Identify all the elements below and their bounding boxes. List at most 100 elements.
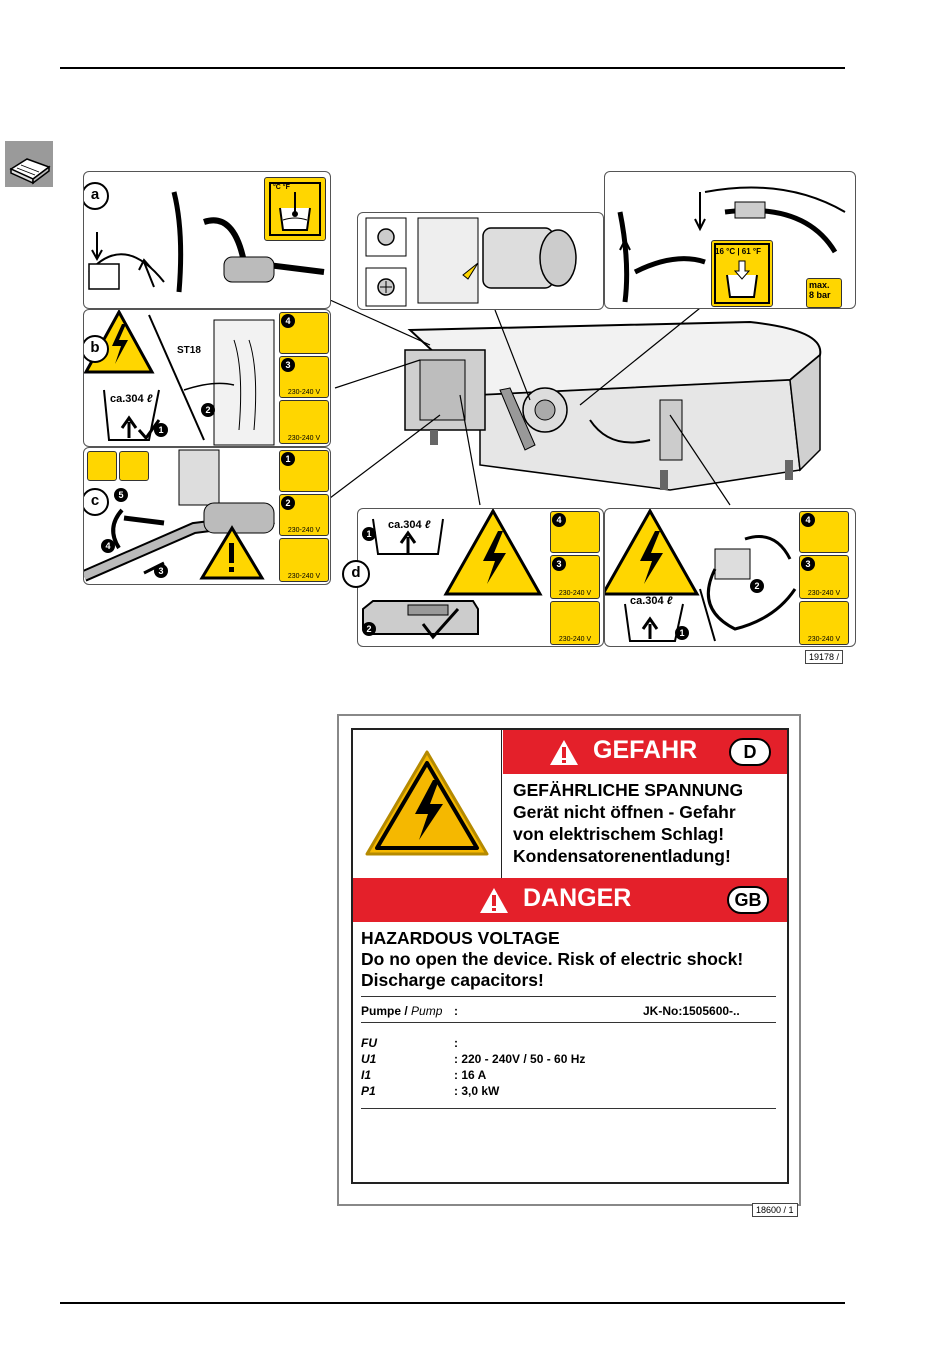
temperature-range-tile: 16 °C | 61 °F — [711, 240, 773, 307]
step-3-b: 3 — [281, 358, 295, 372]
danger-triangle-icon-de — [550, 740, 578, 765]
step-2-d: 2 — [362, 622, 376, 636]
voltage-label-d1: 230-240 V — [558, 590, 592, 597]
step-2-c: 2 — [281, 496, 295, 510]
figure-number-top: 19178 / — [805, 650, 844, 664]
socket-tile-e: 230-240 V — [799, 601, 849, 645]
step-1-d: 1 — [362, 527, 376, 541]
volume-value-b: ca.304 — [110, 393, 144, 405]
high-voltage-icon — [365, 750, 489, 856]
voltage-warning-symbol — [353, 730, 502, 878]
voltage-label-e2: 230-240 V — [807, 636, 841, 643]
de-line-1: GEFÄHRLICHE SPANNUNG — [513, 780, 744, 800]
socket-tile: 230-240 V — [279, 400, 329, 444]
pump-rule-top — [361, 996, 776, 997]
pump-label-en: Pump — [411, 1004, 443, 1018]
panel-b: b ST18 ca.304 ℓ 1 2 230-240 V 230-240 V … — [83, 309, 331, 447]
step-3-d: 3 — [552, 557, 566, 571]
step-2-e: 2 — [750, 579, 764, 593]
voltage-label-b1: 230-240 V — [287, 389, 321, 396]
de-line-4: Kondensatorenentladung! — [513, 846, 731, 866]
panel-a: a °C °F — [83, 171, 331, 309]
step-2-b: 2 — [201, 403, 215, 417]
voltage-label-b2: 230-240 V — [287, 435, 321, 442]
panel-c-letter: c — [84, 488, 109, 516]
panel-b-letter: b — [84, 335, 109, 363]
step-4-e: 4 — [801, 513, 815, 527]
panel-d: ca.304 ℓ 1 2 230-240 V 230-240 V 4 3 — [357, 508, 604, 647]
de-country-code: D — [729, 738, 771, 766]
gb-danger-header: DANGER GB — [353, 878, 787, 922]
voltage-label-d2: 230-240 V — [558, 636, 592, 643]
panel-e: ca.304 ℓ 1 2 230-240 V 230-240 V 4 3 — [604, 508, 856, 647]
machine-drawing — [330, 300, 822, 506]
volume-value-d: ca.304 — [388, 519, 422, 531]
gb-line-1: HAZARDOUS VOLTAGE — [361, 928, 560, 948]
spec-rule-bottom — [361, 1108, 776, 1109]
step-4-b: 4 — [281, 314, 295, 328]
step-4-d: 4 — [552, 513, 566, 527]
panel-switch — [357, 212, 604, 310]
spec-i1-key: I1 — [361, 1068, 372, 1082]
spec-u1-value: : 220 - 240V / 50 - 60 Hz — [454, 1052, 586, 1066]
bucket-tile-1 — [87, 451, 117, 481]
socket-tile-c: 230-240 V — [279, 538, 329, 582]
panel-water: 16 °C | 61 °F max. 8 bar — [604, 171, 856, 309]
step-1-b: 1 — [154, 423, 168, 437]
pump-rule-mid — [361, 1022, 776, 1023]
de-header-text: GEFAHR — [593, 736, 698, 764]
step-4-c: 4 — [101, 539, 115, 553]
volume-label-d: ca.304 ℓ — [388, 519, 430, 531]
temperature-units: °C °F — [273, 184, 290, 191]
connector-label: ST18 — [177, 345, 201, 356]
volume-label-e: ca.304 ℓ — [630, 595, 672, 607]
gb-line-3: Discharge capacitors! — [361, 970, 544, 990]
gb-line-2: Do no open the device. Risk of electric … — [361, 949, 744, 969]
volume-unit-e: ℓ — [666, 595, 673, 607]
voltage-label-c2: 230-240 V — [287, 573, 321, 580]
spec-i1-value: : 16 A — [454, 1068, 487, 1082]
top-rule — [60, 67, 845, 69]
step-1-c: 1 — [281, 452, 295, 466]
spec-fu-key: FU — [361, 1036, 377, 1050]
bucket-tile-2 — [119, 451, 149, 481]
de-line-2: Gerät nicht öffnen - Gefahr — [513, 802, 736, 822]
step-3-e: 3 — [801, 557, 815, 571]
pressure-limit: max. 8 bar — [809, 280, 831, 300]
figure-number-label: 18600 / 1 — [752, 1203, 798, 1217]
volume-label-b: ca.304 ℓ — [110, 393, 152, 405]
spec-p1-key: P1 — [361, 1084, 376, 1098]
spec-fu-value: : — [454, 1036, 458, 1050]
warning-label: GEFAHR D GEFÄHRLICHE SPANNUNG Gerät nich… — [351, 728, 789, 1184]
socket-tile-d: 230-240 V — [550, 601, 600, 645]
volume-unit-d: ℓ — [424, 519, 431, 531]
panel-d-letter: d — [342, 560, 370, 588]
de-line-3: von elektrischem Schlag! — [513, 824, 725, 844]
bottom-rule — [60, 1302, 845, 1304]
voltage-label-c1: 230-240 V — [287, 527, 321, 534]
pressure-tile: max. 8 bar — [806, 278, 842, 308]
de-danger-header: GEFAHR D — [503, 730, 787, 774]
spec-p1-value: : 3,0 kW — [454, 1084, 500, 1098]
book-icon — [9, 158, 51, 185]
unplug-tile: 230-240 V — [279, 356, 329, 398]
warning-label-figure: GEFAHR D GEFÄHRLICHE SPANNUNG Gerät nich… — [337, 714, 801, 1206]
temperature-range: 16 °C | 61 °F — [715, 247, 761, 256]
gb-country-code: GB — [727, 886, 769, 914]
volume-value-e: ca.304 — [630, 595, 664, 607]
switch-off-tile — [279, 312, 329, 354]
pump-colon: : — [454, 1004, 458, 1018]
panel-c: c 5 4 3 230-240 V 230-240 V 1 2 — [83, 447, 331, 585]
temperature-symbol: °C °F — [264, 177, 326, 241]
panel-a-letter: a — [84, 182, 109, 210]
gb-header-text: DANGER — [523, 884, 632, 912]
manual-section-tab — [5, 141, 53, 187]
danger-triangle-icon-gb — [480, 888, 508, 913]
spec-u1-key: U1 — [361, 1052, 377, 1066]
step-5-c: 5 — [114, 488, 128, 502]
jk-number: JK-No:1505600-.. — [643, 1004, 740, 1018]
pump-row: Pumpe / Pump — [361, 1004, 442, 1018]
volume-unit-b: ℓ — [146, 393, 153, 405]
step-1-e: 1 — [675, 626, 689, 640]
voltage-label-e1: 230-240 V — [807, 590, 841, 597]
